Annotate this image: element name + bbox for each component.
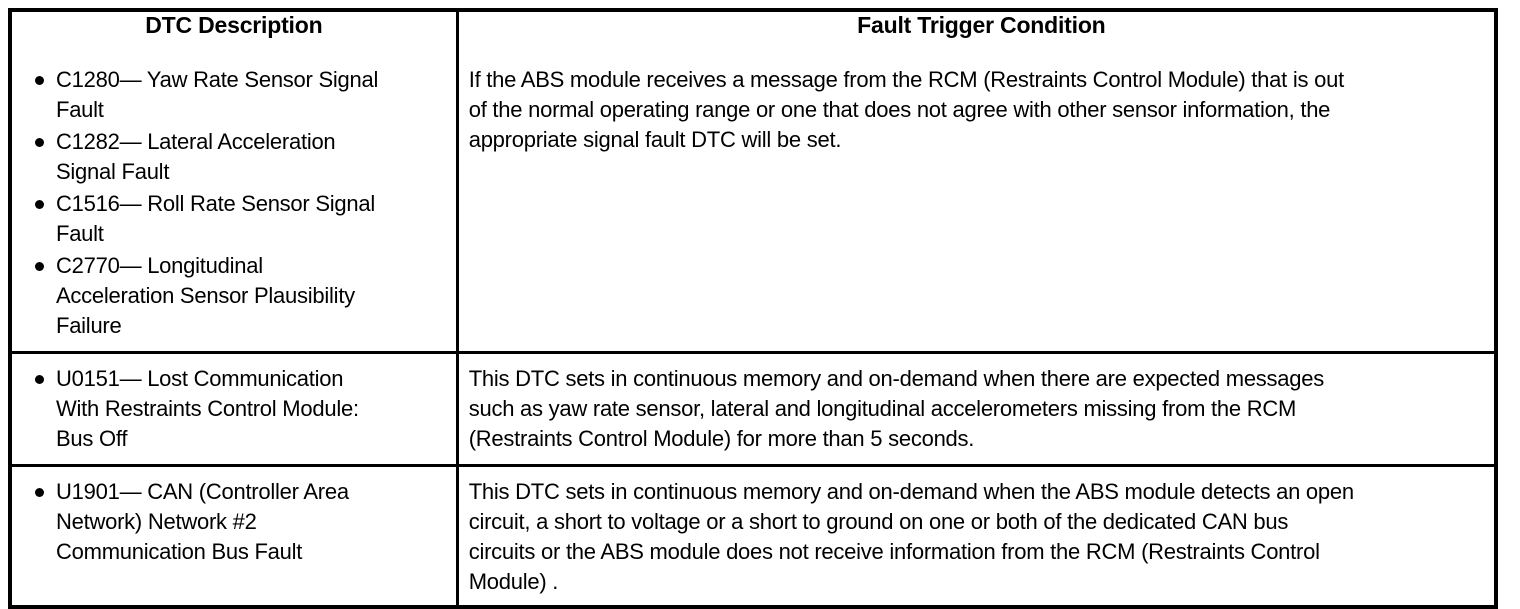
- cell-dtc-description: C1280— Yaw Rate Sensor Signal Fault C128…: [10, 55, 457, 353]
- condition-text: This DTC sets in continuous memory and o…: [468, 366, 1325, 451]
- list-item: U1901— CAN (Controller Area Network) Net…: [26, 477, 450, 567]
- bullet-icon: [35, 375, 44, 384]
- bullet-icon: [35, 262, 44, 271]
- list-item-label: C1282— Lateral Acceleration Signal Fault: [56, 129, 336, 184]
- dtc-fault-table: DTC Description Fault Trigger Condition …: [8, 8, 1498, 609]
- bullet-icon: [35, 200, 44, 209]
- table-header: DTC Description Fault Trigger Condition: [10, 10, 1496, 55]
- dtc-list: C1280— Yaw Rate Sensor Signal Fault C128…: [26, 65, 450, 341]
- list-item: U0151— Lost Communication With Restraint…: [26, 364, 450, 454]
- cell-fault-trigger-condition: This DTC sets in continuous memory and o…: [455, 351, 1496, 466]
- bullet-icon: [35, 138, 44, 147]
- cell-fault-trigger-condition: If the ABS module receives a message fro…: [455, 55, 1496, 353]
- list-item: C2770— Longitudinal Acceleration Sensor …: [26, 251, 450, 341]
- list-item-label: U1901— CAN (Controller Area Network) Net…: [56, 479, 349, 564]
- condition-text: This DTC sets in continuous memory and o…: [468, 479, 1354, 594]
- header-row: DTC Description Fault Trigger Condition: [10, 10, 1496, 55]
- column-header-fault-trigger-condition: Fault Trigger Condition: [455, 10, 1496, 55]
- dtc-list: U0151— Lost Communication With Restraint…: [26, 364, 450, 454]
- table-row: U1901— CAN (Controller Area Network) Net…: [10, 464, 1496, 607]
- cell-dtc-description: U0151— Lost Communication With Restraint…: [10, 351, 458, 466]
- list-item: C1282— Lateral Acceleration Signal Fault: [26, 127, 450, 187]
- list-item-label: C1280— Yaw Rate Sensor Signal Fault: [56, 67, 379, 122]
- list-item-label: U0151— Lost Communication With Restraint…: [56, 366, 359, 451]
- list-item: C1280— Yaw Rate Sensor Signal Fault: [26, 65, 450, 125]
- list-item-label: C2770— Longitudinal Acceleration Sensor …: [56, 253, 355, 338]
- cell-fault-trigger-condition: This DTC sets in continuous memory and o…: [455, 464, 1496, 607]
- column-header-dtc-description: DTC Description: [145, 12, 323, 38]
- table-body: C1280— Yaw Rate Sensor Signal Fault C128…: [10, 55, 1496, 607]
- cell-dtc-description: U1901— CAN (Controller Area Network) Net…: [10, 464, 458, 607]
- table-row: U0151— Lost Communication With Restraint…: [10, 351, 1496, 466]
- bullet-icon: [35, 76, 44, 85]
- condition-text: If the ABS module receives a message fro…: [468, 67, 1345, 152]
- dtc-list: U1901— CAN (Controller Area Network) Net…: [26, 477, 450, 567]
- list-item-label: C1516— Roll Rate Sensor Signal Fault: [56, 191, 376, 246]
- bullet-icon: [35, 488, 44, 497]
- list-item: C1516— Roll Rate Sensor Signal Fault: [26, 189, 450, 249]
- table-row: C1280— Yaw Rate Sensor Signal Fault C128…: [10, 55, 1496, 353]
